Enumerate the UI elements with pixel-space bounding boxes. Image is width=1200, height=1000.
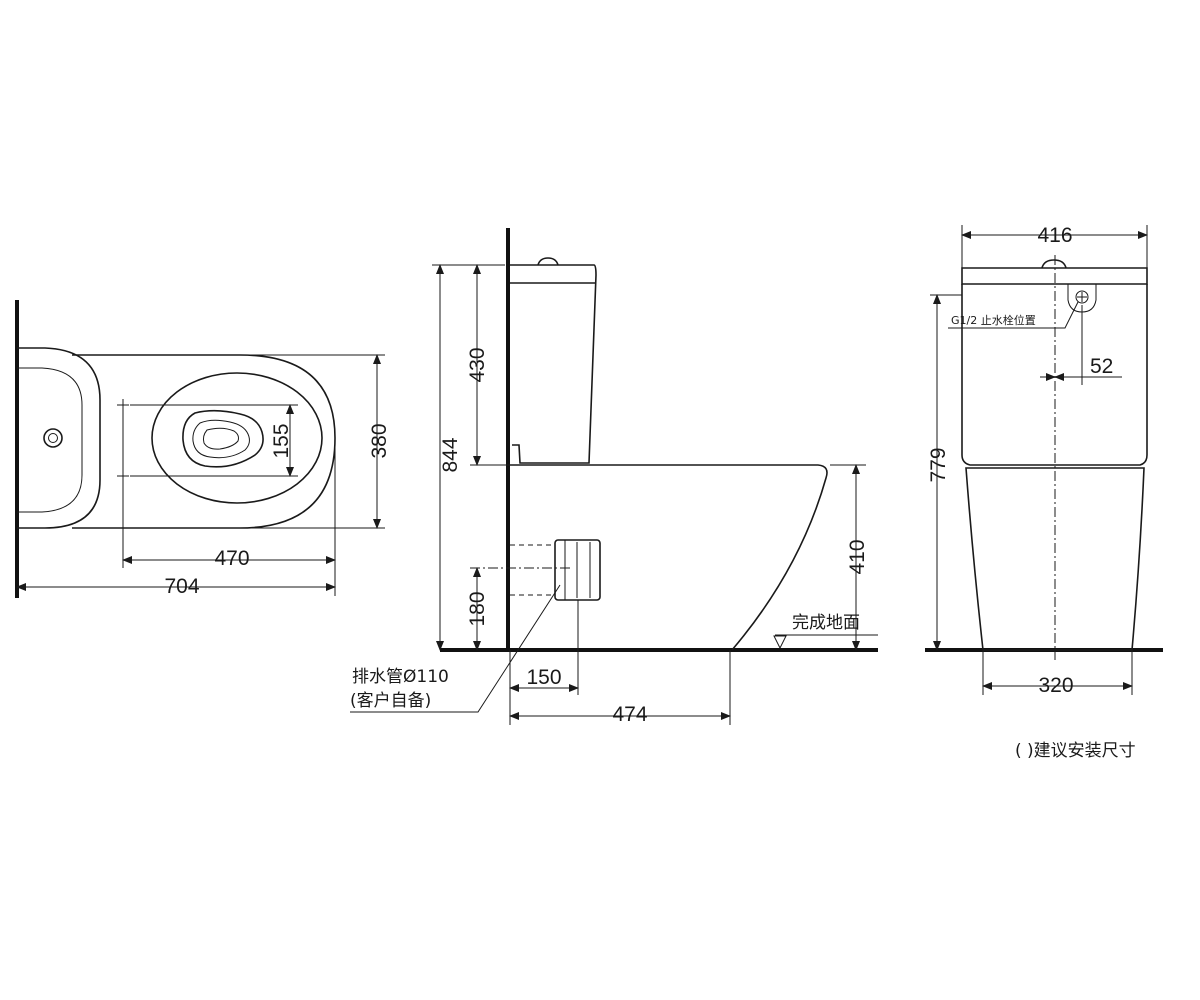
dim-outlet-label: 155 xyxy=(270,423,293,458)
drain-leader-line xyxy=(350,584,561,713)
dim-valve-offset-label: 52 xyxy=(1090,355,1113,378)
dim-depth-to-floor-label: 474 xyxy=(612,703,647,726)
flush-button-inner xyxy=(48,433,58,443)
dim-top-width-label: 416 xyxy=(1037,224,1072,247)
top-bowl-outline xyxy=(72,354,336,529)
front-tank-outline xyxy=(961,284,1148,466)
dim-width-total-label: 704 xyxy=(164,575,199,598)
dim-tank-height-label: 430 xyxy=(466,347,489,382)
install-note: ( )建议安装尺寸 xyxy=(1015,741,1136,761)
floor-level-icon xyxy=(773,635,787,650)
valve-icon xyxy=(1075,290,1089,304)
front-lid-knob xyxy=(1041,259,1067,269)
side-view: 844 430 180 410 完成地面 150 474 排水管Ø110 (客户… xyxy=(350,228,878,726)
valve-label: G1/2 止水栓位置 xyxy=(951,313,1036,327)
front-view: G1/2 止水栓位置 52 416 779 320 xyxy=(925,224,1163,697)
hinge-hole-top-icon xyxy=(117,399,129,411)
side-tank-lid-top xyxy=(537,257,559,266)
top-tank-inner xyxy=(17,367,83,513)
top-outlet-core xyxy=(202,427,239,450)
drain-pipe-connector xyxy=(510,539,601,601)
hinge-hole-bottom-icon xyxy=(117,470,129,482)
dim-seat-height-label: 410 xyxy=(846,539,869,574)
side-bowl-outline xyxy=(510,464,828,651)
floor-label: 完成地面 xyxy=(792,613,860,633)
dim-depth-label: 380 xyxy=(368,423,391,458)
dim-height-label: 779 xyxy=(927,447,950,482)
top-bowl-rim xyxy=(151,372,323,504)
dim-hole-spacing-label: 470 xyxy=(214,547,249,570)
flush-button-icon xyxy=(43,428,63,448)
top-outlet-outer xyxy=(182,409,264,468)
dim-drain-offset-label: 150 xyxy=(526,666,561,689)
side-tank-outline xyxy=(510,264,597,464)
top-outlet-inner xyxy=(192,419,250,459)
dim-total-height-label: 844 xyxy=(439,437,462,472)
dim-base-width-label: 320 xyxy=(1038,674,1073,697)
drain-label-line1: 排水管Ø110 xyxy=(352,667,449,687)
dim-drain-height-label: 180 xyxy=(466,591,489,626)
valve-leader-line xyxy=(948,301,1079,329)
top-tank-outline xyxy=(17,347,101,529)
drain-label-line2: (客户自备) xyxy=(350,691,431,711)
top-view: 155 380 470 704 xyxy=(15,300,391,598)
